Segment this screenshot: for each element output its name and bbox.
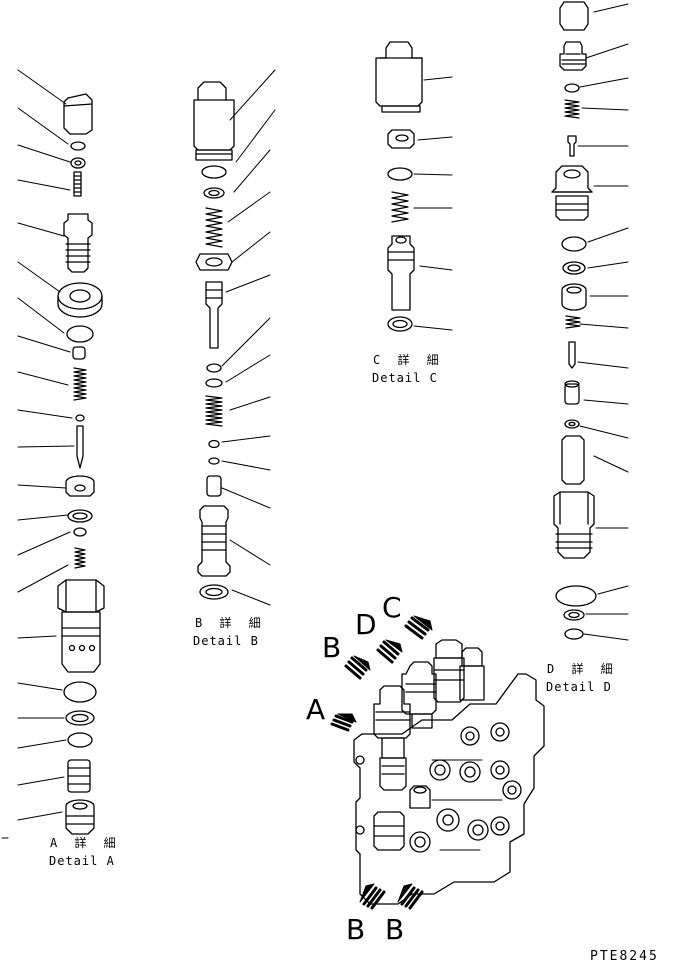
detail-d-caption-en: Detail D xyxy=(546,680,612,694)
arrow-b-lower-left xyxy=(359,883,386,910)
callout-letter-a: A xyxy=(306,693,326,726)
callout-letter-c: C xyxy=(382,591,402,624)
callout-letter-b-upper: B xyxy=(322,631,342,664)
detail-d-caption-jp: D 詳 細 xyxy=(547,662,618,676)
arrow-b-upper xyxy=(344,655,371,680)
detail-a-caption-jp: A 詳 細 xyxy=(50,836,121,850)
detail-a-caption-en: Detail A xyxy=(49,854,115,868)
control-valve-assembly xyxy=(353,639,545,905)
drawing-code: PTE8245 xyxy=(590,949,659,964)
cartridge-b-upper xyxy=(401,661,437,729)
callout-letter-b-lower-right: B xyxy=(385,913,405,946)
arrow-d xyxy=(376,639,403,664)
detail-c-leaders xyxy=(413,76,453,331)
cartridge-a xyxy=(373,685,411,791)
detail-b-caption-en: Detail B xyxy=(193,634,259,648)
detail-b-caption-jp: B 詳 細 xyxy=(195,616,266,630)
detail-b-leaders xyxy=(221,69,276,606)
callout-letter-b-lower-left: B xyxy=(346,913,366,946)
detail-b-parts xyxy=(193,69,276,606)
callout-letter-d: D xyxy=(355,608,377,641)
callout-arrows xyxy=(330,615,433,910)
arrow-b-lower-right xyxy=(397,883,424,910)
cartridge-b-lower xyxy=(373,785,431,851)
detail-a-leaders xyxy=(17,69,75,821)
detail-a-parts xyxy=(1,69,105,839)
cartridge-c xyxy=(433,639,465,703)
detail-d-parts xyxy=(551,1,629,641)
arrow-a xyxy=(330,713,357,732)
detail-d-leaders xyxy=(577,3,629,641)
detail-c-parts xyxy=(375,41,453,332)
detail-c-caption-en: Detail C xyxy=(372,371,438,385)
valve-ports xyxy=(409,722,522,853)
arrow-c xyxy=(404,615,433,640)
cartridge-d xyxy=(459,647,485,701)
detail-c-caption-jp: C 詳 細 xyxy=(373,353,444,367)
